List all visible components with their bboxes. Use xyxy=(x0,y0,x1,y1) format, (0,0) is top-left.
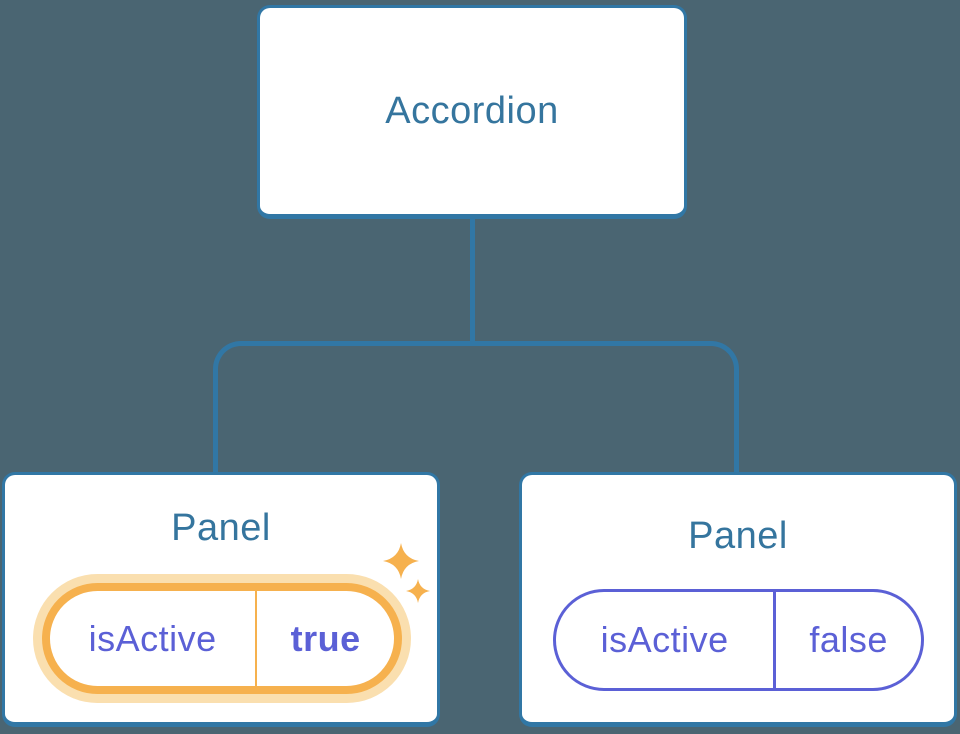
prop-pill-inactive: isActive false xyxy=(553,589,924,691)
prop-value-active: true xyxy=(290,617,361,659)
prop-name-inactive: isActive xyxy=(556,592,777,688)
panel-node-active: Panel isActive true xyxy=(2,472,440,727)
accordion-node-label: Accordion xyxy=(385,89,559,132)
prop-value-inactive: false xyxy=(809,619,888,660)
panel-node-inactive: Panel isActive false xyxy=(519,472,957,727)
accordion-node: Accordion xyxy=(257,5,687,219)
connector-bracket xyxy=(213,341,739,476)
prop-pill-active: isActive true xyxy=(42,583,402,694)
sparkles-icon xyxy=(383,543,430,603)
connector-stem xyxy=(470,219,475,345)
panel-active-label: Panel xyxy=(171,507,271,549)
prop-name-active: isActive xyxy=(50,591,258,686)
panel-inactive-label: Panel xyxy=(688,515,788,557)
